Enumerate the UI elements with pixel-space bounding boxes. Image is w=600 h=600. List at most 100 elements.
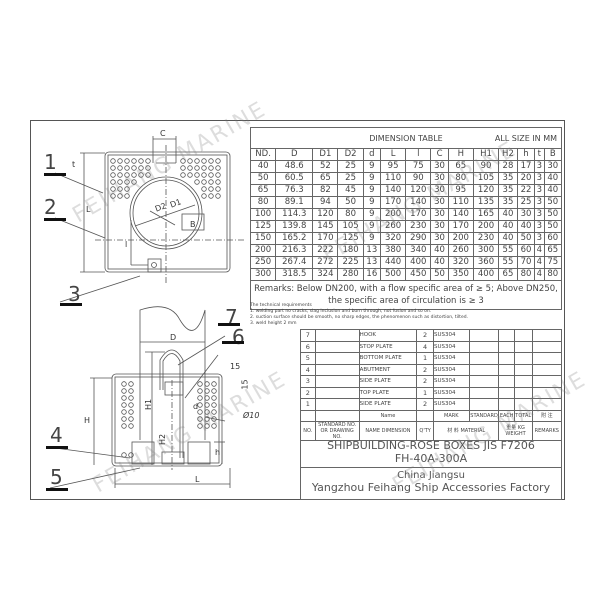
table-cell: 50 <box>543 196 563 209</box>
hole <box>204 409 210 415</box>
part-no: 7 <box>300 329 316 342</box>
hole <box>201 165 207 171</box>
part-name: BOTTOM PLATE <box>358 352 418 365</box>
part-material: SUS304 <box>433 363 470 376</box>
table-cell: 40 <box>430 256 449 269</box>
part-qty: 2 <box>416 375 434 388</box>
empty-cell <box>498 329 515 342</box>
table-cell: 35 <box>498 196 518 209</box>
tech-req-item: 3. weld height 2 mm <box>250 321 297 326</box>
part-no: 4 <box>300 363 316 376</box>
table-cell: 65 <box>498 268 518 281</box>
callout-5: 5 <box>50 465 63 489</box>
table-cell: 60.5 <box>275 172 314 185</box>
table-cell: 4 <box>534 268 545 281</box>
table-cell: 52 <box>312 160 339 173</box>
table-cell: 272 <box>312 256 339 269</box>
empty-cell <box>468 398 500 411</box>
table-cell: 230 <box>405 220 432 233</box>
table-cell: 140 <box>405 196 432 209</box>
callout-1: 1 <box>44 150 57 174</box>
empty-cell <box>513 386 533 399</box>
table-cell: 170 <box>447 220 474 233</box>
table-cell: 80 <box>516 268 536 281</box>
empty-cell <box>498 375 515 388</box>
hole <box>145 165 151 171</box>
table-cell: 105 <box>337 220 364 233</box>
table-cell: 110 <box>447 196 474 209</box>
hole <box>128 388 134 394</box>
part-qty: 2 <box>416 363 434 376</box>
dim-t: t <box>72 160 76 169</box>
column-header: d <box>362 148 381 161</box>
hole <box>197 416 203 422</box>
empty-cell <box>498 398 515 411</box>
empty-cell <box>314 386 360 399</box>
table-cell: 135 <box>472 196 500 209</box>
empty-cell <box>513 363 533 376</box>
parts-header-bottom: NO. STANDARD NO. OR DRAWING NO. NAME DIM… <box>300 421 563 441</box>
table-cell: 125 <box>249 220 277 233</box>
hole <box>201 193 207 199</box>
hole <box>208 179 214 185</box>
leader-lines <box>49 172 226 489</box>
table-cell: 120 <box>312 208 339 221</box>
dim-H2: H2 <box>158 433 168 446</box>
table-cell: 320 <box>447 256 474 269</box>
hole <box>131 158 137 164</box>
table-cell: 30 <box>516 208 536 221</box>
table-cell: 30 <box>430 232 449 245</box>
table-cell: 25 <box>337 172 364 185</box>
tech-req-heading: The technical requirements <box>250 303 312 308</box>
part-name: STOP PLATE <box>358 340 418 353</box>
table-cell: 60 <box>516 244 536 257</box>
table-cell: 30 <box>430 160 449 173</box>
header-material: 材 料 MATERIAL <box>432 421 500 441</box>
table-cell: 22 <box>516 184 536 197</box>
table-cell: 267.4 <box>275 256 314 269</box>
column-header: D2 <box>337 148 364 161</box>
table-cell: 120 <box>472 184 500 197</box>
table-cell: 350 <box>447 268 474 281</box>
table-cell: 50 <box>543 208 563 221</box>
hole <box>124 172 130 178</box>
table-cell: 170 <box>405 208 432 221</box>
tech-req-item: 1. welding part no cracks, slag inclusio… <box>250 309 432 314</box>
hole <box>180 172 186 178</box>
table-cell: 80 <box>447 172 474 185</box>
title-block: SHIPBUILDING-ROSE BOXES JIS F7206 FH-40A… <box>300 437 562 500</box>
dim-15-vertical: 15 <box>240 379 250 390</box>
table-cell: 30 <box>543 160 563 173</box>
table-cell: 400 <box>472 268 500 281</box>
table-cell: 9 <box>362 172 381 185</box>
callout-bar <box>44 218 66 221</box>
hole <box>204 402 210 408</box>
hole <box>131 179 137 185</box>
hole <box>194 172 200 178</box>
table-cell: 65 <box>543 244 563 257</box>
hole <box>121 395 127 401</box>
header-standard: STANDARD <box>468 409 500 422</box>
table-cell: 80 <box>337 208 364 221</box>
hole <box>215 186 221 192</box>
table-cell: 3 <box>534 196 545 209</box>
hole <box>197 402 203 408</box>
dim-d: d <box>193 402 199 411</box>
table-cell: 440 <box>379 256 407 269</box>
table-cell: 40 <box>543 172 563 185</box>
table-cell: 75 <box>543 256 563 269</box>
part-qty: 1 <box>416 352 434 365</box>
part-material: SUS304 <box>433 329 470 342</box>
table-cell: 65 <box>447 160 474 173</box>
hole <box>138 158 144 164</box>
table-cell: 3 <box>534 184 545 197</box>
table-cell: 89.1 <box>275 196 314 209</box>
table-cell: 35 <box>498 184 518 197</box>
dimension-table-title: DIMENSION TABLE <box>369 133 443 143</box>
column-header: L <box>379 148 407 161</box>
part-name: TOP PLATE <box>358 386 418 399</box>
